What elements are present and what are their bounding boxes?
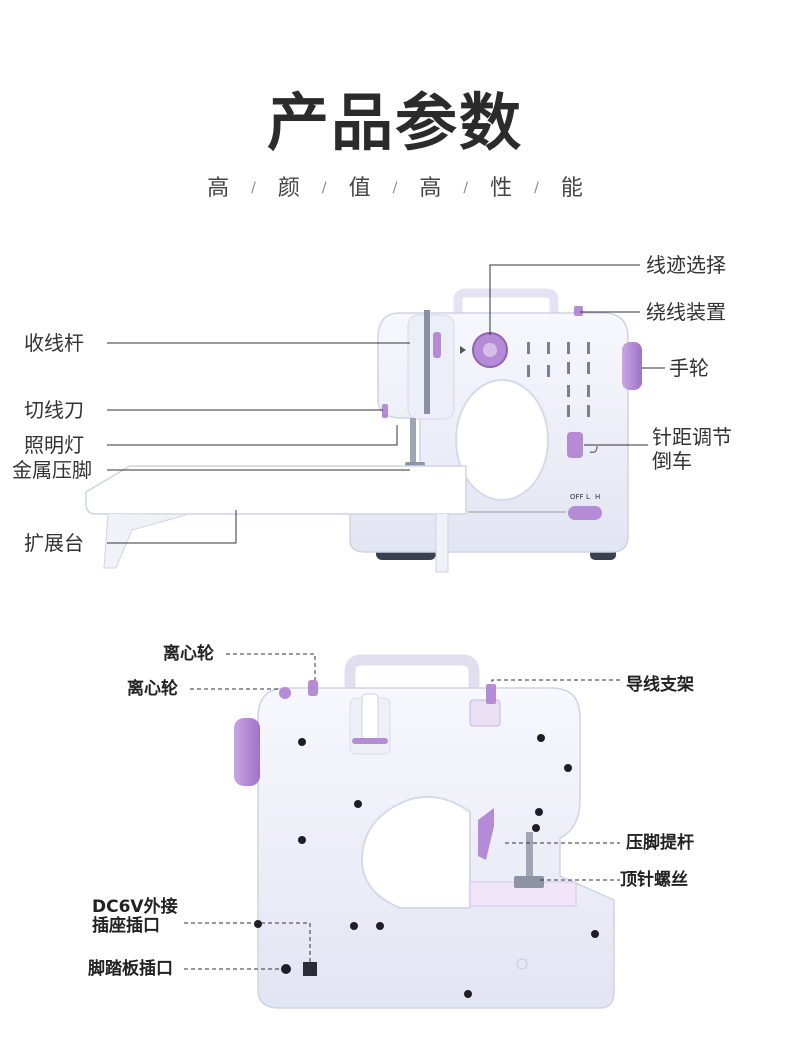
subtitle-char: 性 bbox=[490, 176, 513, 201]
eccentric-wheel bbox=[279, 687, 291, 699]
subtitle-char: 值 bbox=[348, 176, 371, 201]
label-extension-table: 扩展台 bbox=[24, 531, 84, 555]
label-handwheel: 手轮 bbox=[669, 356, 709, 380]
handwheel bbox=[234, 718, 260, 786]
back-leader-lines bbox=[184, 653, 620, 970]
eccentric-wheel bbox=[308, 680, 318, 696]
label-stitch-selector: 线迹选择 bbox=[646, 253, 726, 277]
foot-pedal-jack bbox=[281, 964, 291, 974]
power-switch[interactable] bbox=[568, 506, 602, 520]
label-eccentric-wheel-1: 离心轮 bbox=[163, 644, 214, 664]
screw-holes bbox=[254, 734, 599, 998]
subtitle-char: 高 bbox=[419, 176, 442, 201]
spool-cap bbox=[352, 738, 388, 744]
front-leader-lines bbox=[107, 264, 665, 544]
carry-handle bbox=[453, 288, 559, 315]
presser-foot bbox=[514, 876, 544, 888]
subtitle-separator: / bbox=[321, 180, 327, 196]
subtitle-char: 能 bbox=[560, 176, 583, 201]
switch-label: H bbox=[595, 493, 600, 501]
switch-label: L bbox=[586, 493, 590, 501]
thread-guide bbox=[469, 699, 501, 727]
bobbin-winder bbox=[574, 306, 583, 316]
presser-foot-lever bbox=[478, 808, 494, 860]
needle-bar bbox=[526, 832, 533, 884]
label-reverse: 倒车 bbox=[652, 449, 692, 473]
label-eccentric-wheel-2: 离心轮 bbox=[127, 679, 178, 699]
label-light: 照明灯 bbox=[24, 433, 84, 457]
label-foot-pedal-jack: 脚踏板插口 bbox=[88, 959, 173, 979]
head-panel bbox=[407, 314, 455, 420]
label-presser-foot-lever: 压脚提杆 bbox=[626, 833, 694, 853]
handwheel bbox=[622, 342, 642, 390]
thread-guide-post bbox=[486, 684, 496, 704]
subtitle-separator: / bbox=[534, 180, 539, 196]
extension-table bbox=[85, 465, 467, 515]
subtitle-separator: / bbox=[463, 180, 469, 196]
label-thread-guide: 导线支架 bbox=[626, 675, 694, 695]
led-indicator bbox=[516, 958, 528, 970]
subtitle-char: 颜 bbox=[277, 176, 300, 201]
switch-label: OFF bbox=[570, 493, 584, 501]
label-thread-cutter: 切线刀 bbox=[24, 398, 84, 422]
subtitle-separator: / bbox=[392, 180, 398, 196]
arm-opening bbox=[360, 795, 471, 909]
label-thread-take-up: 收线杆 bbox=[24, 331, 84, 355]
subtitle-separator: / bbox=[251, 180, 256, 196]
needle-bar bbox=[410, 418, 416, 464]
front-machine: OFF L H bbox=[85, 288, 642, 573]
reverse-lever-icon bbox=[589, 445, 598, 453]
label-stitch-length: 针距调节 bbox=[652, 425, 732, 449]
arm-opening bbox=[455, 379, 549, 501]
table-leg bbox=[435, 514, 449, 573]
dial-pointer-icon bbox=[460, 346, 466, 354]
table-leg bbox=[103, 513, 187, 569]
dc-jack bbox=[303, 962, 317, 976]
carry-handle bbox=[344, 654, 480, 690]
tension-knob bbox=[433, 332, 441, 358]
back-machine bbox=[234, 654, 615, 1009]
label-dc-jack-line1: DC6V外接 bbox=[92, 897, 178, 917]
take-up-lever bbox=[424, 310, 430, 414]
subtitle-char: 高 bbox=[207, 176, 230, 201]
stitch-dial-center bbox=[483, 343, 497, 357]
page-title: 产品参数 bbox=[266, 86, 523, 159]
thread-spool bbox=[361, 693, 379, 741]
thread-cutter bbox=[382, 404, 388, 418]
stitch-chart bbox=[527, 342, 590, 417]
label-metal-presser-foot: 金属压脚 bbox=[12, 458, 92, 482]
label-needle-screw: 顶针螺丝 bbox=[620, 870, 688, 890]
label-bobbin-winder: 绕线装置 bbox=[646, 300, 726, 324]
label-dc-jack-line2: 插座插口 bbox=[92, 916, 160, 936]
subtitle: 高 / 颜 / 值 / 高 / 性 / 能 bbox=[0, 170, 790, 202]
stitch-length-knob bbox=[567, 432, 583, 458]
